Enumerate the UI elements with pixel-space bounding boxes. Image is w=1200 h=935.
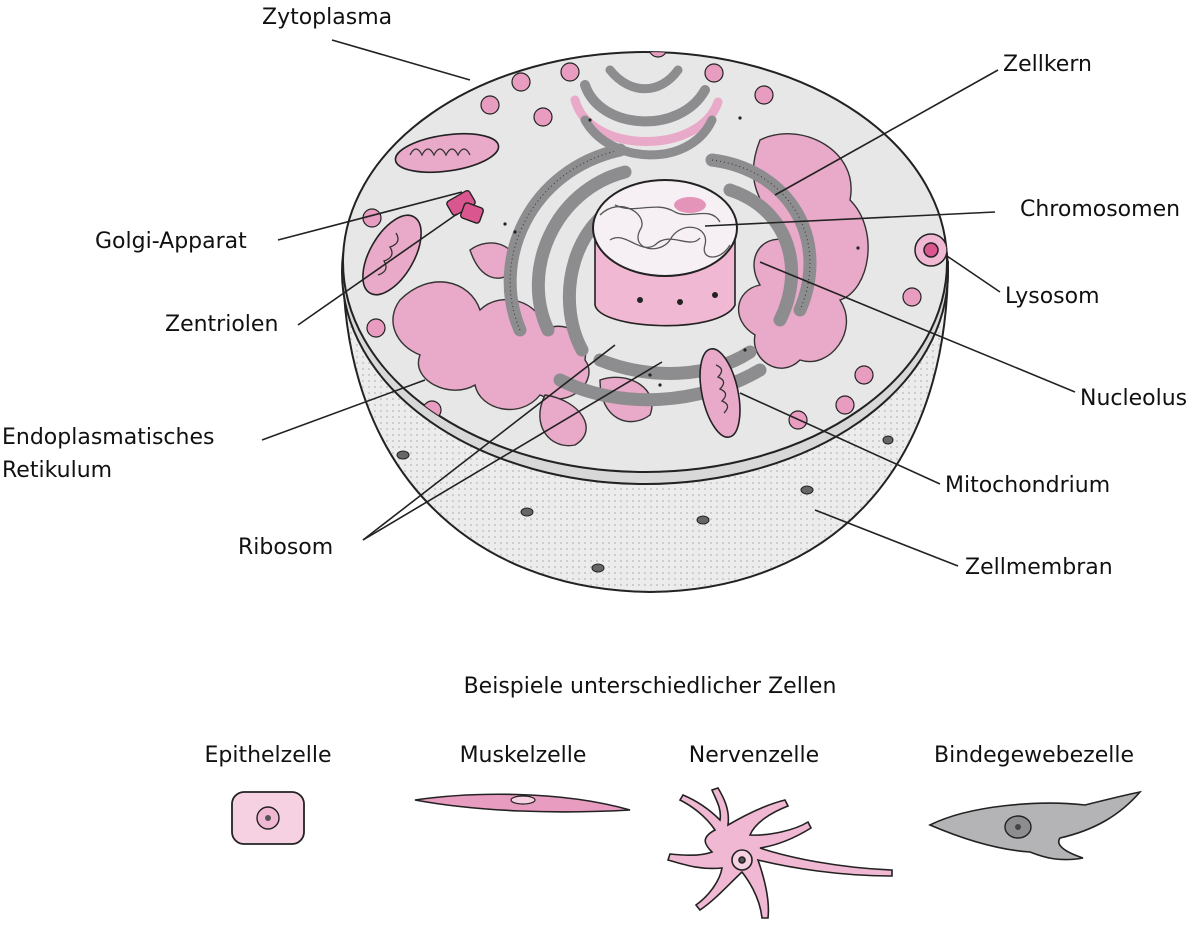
label-zellmembran: Zellmembran: [965, 555, 1113, 580]
label-er-line2: Retikulum: [2, 458, 112, 483]
mitochondria: [362, 132, 741, 438]
label-chromosomen: Chromosomen: [1020, 197, 1180, 222]
endoplasmic-reticulum: [392, 133, 869, 447]
label-golgi: Golgi-Apparat: [95, 229, 247, 254]
nerve-cell-drawing: [666, 787, 893, 919]
label-ribosom: Ribosom: [238, 535, 333, 560]
ribosomes: [503, 116, 860, 387]
label-mitochondrium: Mitochondrium: [945, 473, 1110, 498]
vesicles: [362, 52, 922, 430]
cell-examples: Beispiele unterschiedlicher Zellen Epith…: [204, 674, 1143, 919]
centrioles: [446, 189, 484, 224]
label-zentriolen: Zentriolen: [165, 312, 278, 337]
golgi-apparatus: [570, 65, 723, 160]
labels: Zytoplasma Zellkern Golgi-Apparat Chromo…: [2, 5, 1187, 580]
nucleus: [592, 179, 738, 327]
connective-cell-drawing: [928, 790, 1143, 861]
cell-body: [341, 51, 950, 594]
label-nucleolus: Nucleolus: [1080, 386, 1187, 411]
label-zytoplasma: Zytoplasma: [262, 5, 392, 30]
muscle-cell-drawing: [414, 793, 631, 813]
label-bindegewebezelle: Bindegewebezelle: [934, 743, 1134, 768]
membrane-pores: [396, 435, 894, 573]
label-er-line1: Endoplasmatisches: [2, 425, 214, 450]
label-lysosom: Lysosom: [1005, 284, 1100, 309]
label-zellkern: Zellkern: [1003, 52, 1092, 77]
leader-lines: [261, 39, 1076, 567]
label-epithelzelle: Epithelzelle: [204, 743, 331, 768]
label-muskelzelle: Muskelzelle: [460, 743, 587, 768]
label-nervenzelle: Nervenzelle: [689, 743, 819, 768]
examples-heading: Beispiele unterschiedlicher Zellen: [464, 674, 837, 699]
epithelial-cell-drawing: [231, 791, 305, 845]
lysosome: [914, 233, 947, 267]
